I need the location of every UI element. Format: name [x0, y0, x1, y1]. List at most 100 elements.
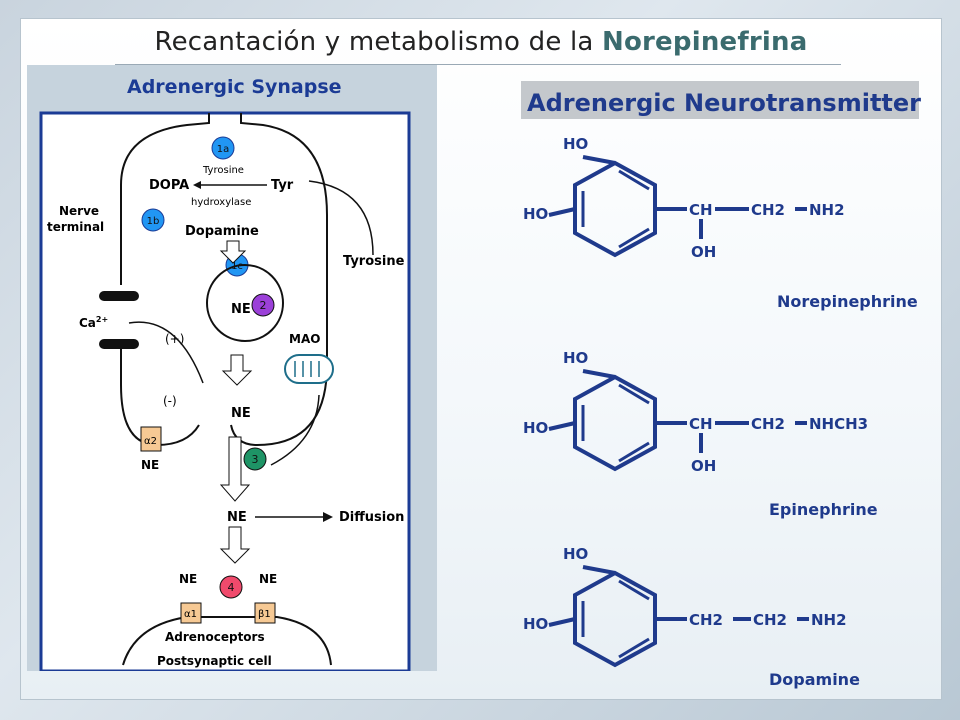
- terminal-label: terminal: [47, 220, 104, 234]
- synapse-title: Adrenergic Synapse: [127, 76, 342, 98]
- bond: [582, 155, 616, 165]
- nerve-label: Nerve: [59, 204, 99, 218]
- ring-inner-bond: [618, 383, 650, 405]
- svg-text:4: 4: [228, 581, 235, 594]
- ho-left-label: HO: [523, 205, 548, 223]
- benzene-ring: [573, 374, 657, 472]
- ca-channel-top: [99, 291, 139, 301]
- diffusion-label: Diffusion: [339, 510, 404, 525]
- tyr-label: Tyr: [271, 178, 294, 193]
- ch2-label: CH2: [753, 611, 787, 629]
- hydroxylase-label: hydroxylase: [191, 197, 251, 208]
- title-divider: [115, 64, 841, 65]
- dopamine-arrow: [219, 240, 247, 264]
- svg-text:2: 2: [260, 299, 267, 312]
- cleft-ne-label: NE: [231, 406, 251, 421]
- vesicle-ne-label: NE: [231, 302, 251, 317]
- release-arrow-1: [221, 354, 253, 386]
- ch2-label: CH2: [751, 415, 785, 433]
- ca-influx-arrow: [128, 321, 204, 384]
- slide-title: Recantación y metabolismo de la Norepine…: [21, 27, 941, 57]
- title-accent: Norepinefrina: [602, 27, 808, 57]
- dopamine-label: Dopamine: [185, 224, 259, 239]
- tyrosine-uptake-arrow: [308, 180, 374, 256]
- postsynaptic-label: Postsynaptic cell: [157, 654, 272, 668]
- bond: [548, 421, 576, 431]
- alpha1-receptor: [180, 602, 202, 624]
- marker-1a: 1a: [211, 136, 235, 160]
- ho-top-label: HO: [563, 545, 588, 563]
- mao-label: MAO: [289, 332, 320, 346]
- neurotransmitters-title-bg: [521, 81, 919, 119]
- diffusion-ne-label: NE: [227, 510, 247, 525]
- diffusion-arrowhead: [323, 512, 333, 522]
- amine-label: NH2: [811, 611, 847, 629]
- alpha2-ne-label: NE: [141, 458, 159, 472]
- slide: Recantación y metabolismo de la Norepine…: [20, 18, 942, 700]
- marker-2: 2: [251, 293, 275, 317]
- structures-diagram: Adrenergic Neurotransmitters HO HO CH CH…: [521, 81, 935, 689]
- ch-label: CH: [689, 415, 713, 433]
- ho-top-label: HO: [563, 135, 588, 153]
- vesicle: [206, 264, 284, 342]
- amine-label: NHCH3: [809, 415, 868, 433]
- alpha2-receptor: [140, 426, 162, 452]
- beta1-label: β1: [258, 609, 271, 620]
- ho-left-label: HO: [523, 419, 548, 437]
- postsynaptic-arrow: [219, 526, 251, 564]
- alpha1-label: α1: [184, 609, 197, 620]
- ch2-label: CH2: [751, 201, 785, 219]
- bond: [548, 207, 576, 217]
- ring-inner-bond: [618, 169, 650, 191]
- mao-cristae: [294, 361, 320, 377]
- ring-inner-bond: [618, 579, 650, 601]
- release-arrow-2: [219, 436, 251, 502]
- bond: [582, 565, 616, 575]
- amine-label: NH2: [809, 201, 845, 219]
- norepinephrine-structure: HO HO CH CH2 NH2 OH Norepinephrine: [523, 135, 918, 311]
- tyr-to-dopa-arrowhead: [193, 181, 201, 189]
- tyrosine-label: Tyrosine: [343, 254, 405, 269]
- alpha2-label: α2: [144, 436, 157, 447]
- neurotransmitters-title: Adrenergic Neurotransmitters: [527, 89, 921, 117]
- ne-left-label: NE: [179, 572, 197, 586]
- ring-inner-bond: [618, 227, 650, 249]
- epinephrine-structure: HO HO CH CH2 NHCH3 OH Epinephrine: [523, 349, 878, 519]
- synapse-diagram: Adrenergic Synapse 1a 1b 1c 2 3 4 Nerve …: [39, 76, 411, 673]
- ho-top-label: HO: [563, 349, 588, 367]
- title-prefix: Recantación y metabolismo de la: [154, 27, 603, 57]
- norepinephrine-name: Norepinephrine: [777, 292, 918, 311]
- neurotransmitters-panel: Adrenergic Neurotransmitters HO HO CH CH…: [519, 77, 935, 697]
- oh-label: OH: [691, 243, 716, 261]
- dopamine-structure: HO HO CH2 CH2 NH2 Dopamine: [523, 545, 860, 689]
- dopamine-name: Dopamine: [769, 670, 860, 689]
- adrenergic-synapse-panel: Adrenergic Synapse 1a 1b 1c 2 3 4 Nerve …: [27, 65, 437, 673]
- ne-right-label: NE: [259, 572, 277, 586]
- oh-label: OH: [691, 457, 716, 475]
- marker-1b: 1b: [141, 208, 165, 232]
- postsynaptic-membrane: [122, 616, 332, 666]
- bond: [582, 369, 616, 379]
- minus-label: (-): [163, 394, 177, 408]
- bond: [548, 617, 576, 627]
- marker-3: 3: [243, 447, 267, 471]
- benzene-ring: [573, 160, 657, 258]
- benzene-ring: [573, 570, 657, 668]
- marker-4: 4: [219, 575, 243, 599]
- adrenoceptors-label: Adrenoceptors: [165, 630, 265, 644]
- ring-inner-bond: [618, 637, 650, 659]
- ring-inner-bond: [618, 441, 650, 463]
- ch2-label: CH2: [689, 611, 723, 629]
- svg-text:1b: 1b: [147, 216, 160, 227]
- ho-left-label: HO: [523, 615, 548, 633]
- ch-label: CH: [689, 201, 713, 219]
- beta1-receptor: [254, 602, 276, 624]
- reuptake-arrow: [270, 394, 320, 466]
- svg-text:1a: 1a: [217, 144, 230, 155]
- svg-text:3: 3: [252, 453, 259, 466]
- mao-mitochondrion: [284, 354, 334, 384]
- dopa-label: DOPA: [149, 178, 189, 193]
- tyrosine-enzyme-label: Tyrosine: [202, 165, 244, 176]
- epinephrine-name: Epinephrine: [769, 500, 878, 519]
- ca-channel-bottom: [99, 339, 139, 349]
